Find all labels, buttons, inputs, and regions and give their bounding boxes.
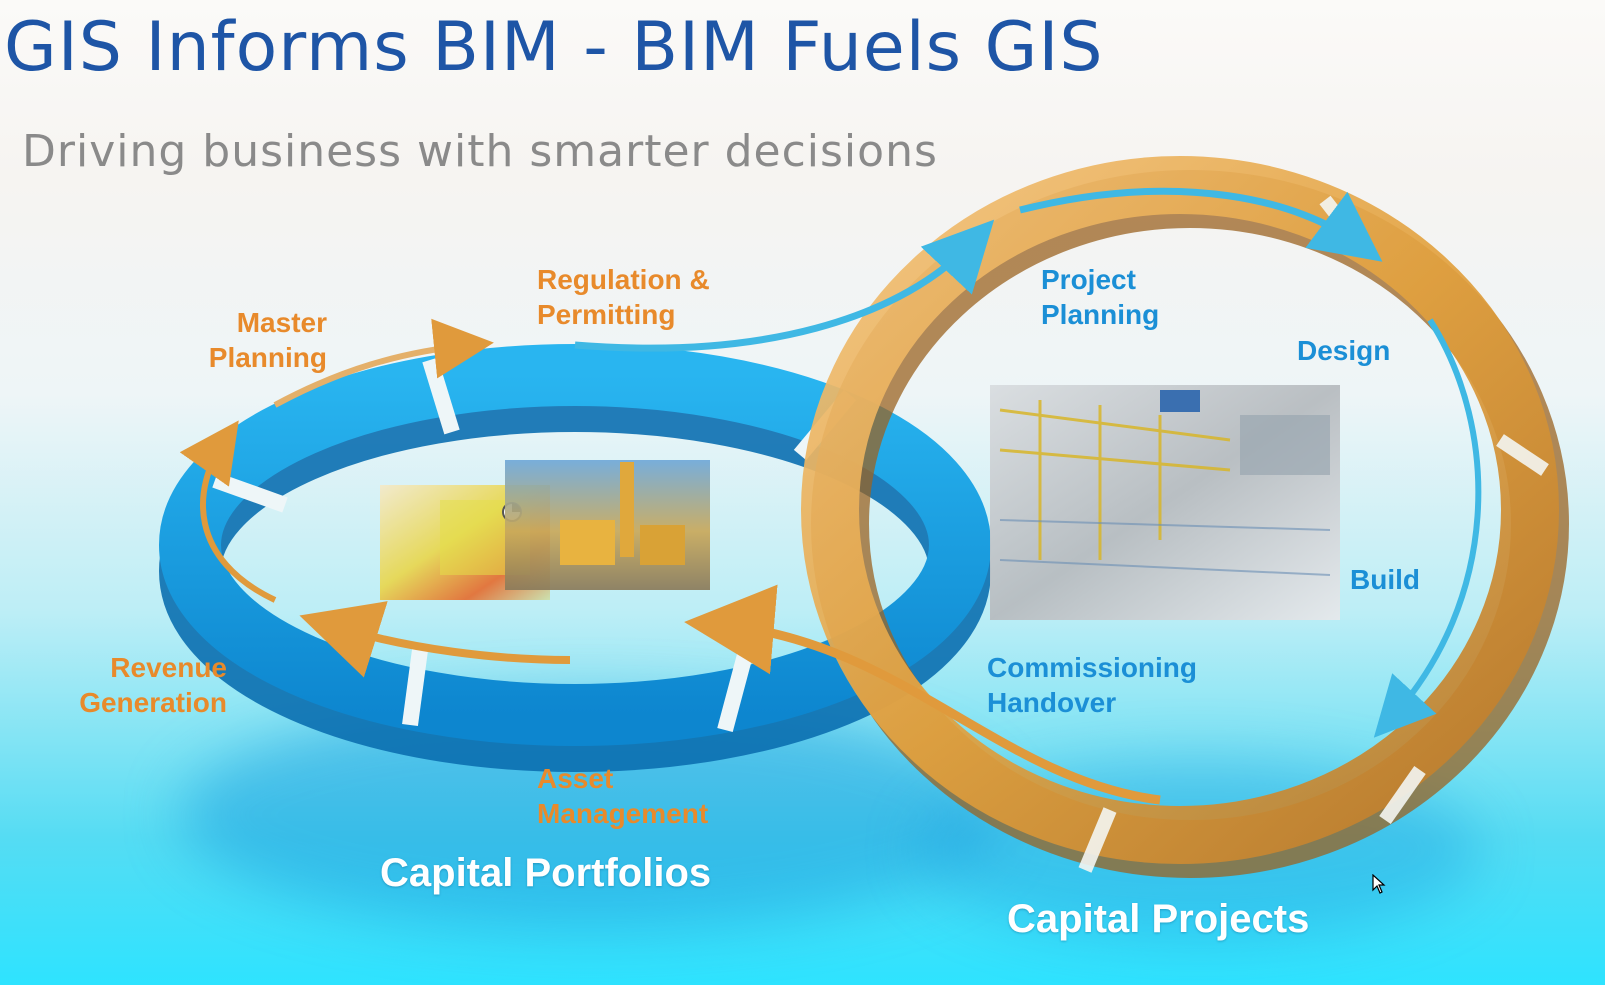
stage-design: Design: [1297, 335, 1391, 366]
stage-regulation-permitting: Regulation & Permitting: [537, 264, 710, 330]
flow-arrow-to-projects: [574, 219, 995, 352]
flow-arrow-revenue: [179, 420, 277, 603]
page-subtitle: Driving business with smarter decisions: [22, 126, 938, 177]
stage-asset-management: Asset Management: [537, 763, 709, 829]
flow-arrow-master: [273, 318, 494, 408]
capital-portfolios-title: Capital Portfolios: [380, 851, 712, 895]
mouse-cursor-icon: [1372, 874, 1386, 894]
stage-revenue-generation: Revenue Generation: [79, 652, 227, 718]
stage-build: Build: [1350, 564, 1420, 595]
bim-model-thumbnail: [990, 385, 1340, 620]
stage-project-planning: Project Planning: [1041, 264, 1160, 330]
city-model-thumbnail: [505, 460, 710, 590]
page-title: GIS Informs BIM - BIM Fuels GIS: [4, 8, 1104, 87]
flow-arrow-to-portfolios: [684, 584, 1161, 805]
stage-commissioning-handover: Commissioning Handover: [987, 652, 1198, 718]
flow-arrow-design: [1019, 187, 1383, 262]
flow-arrow-build: [1373, 318, 1482, 738]
portfolio-ring: [159, 344, 991, 772]
stage-master-planning: Master Planning: [208, 307, 327, 373]
capital-projects-title: Capital Projects: [1007, 897, 1310, 941]
flow-arrow-asset: [299, 601, 571, 678]
